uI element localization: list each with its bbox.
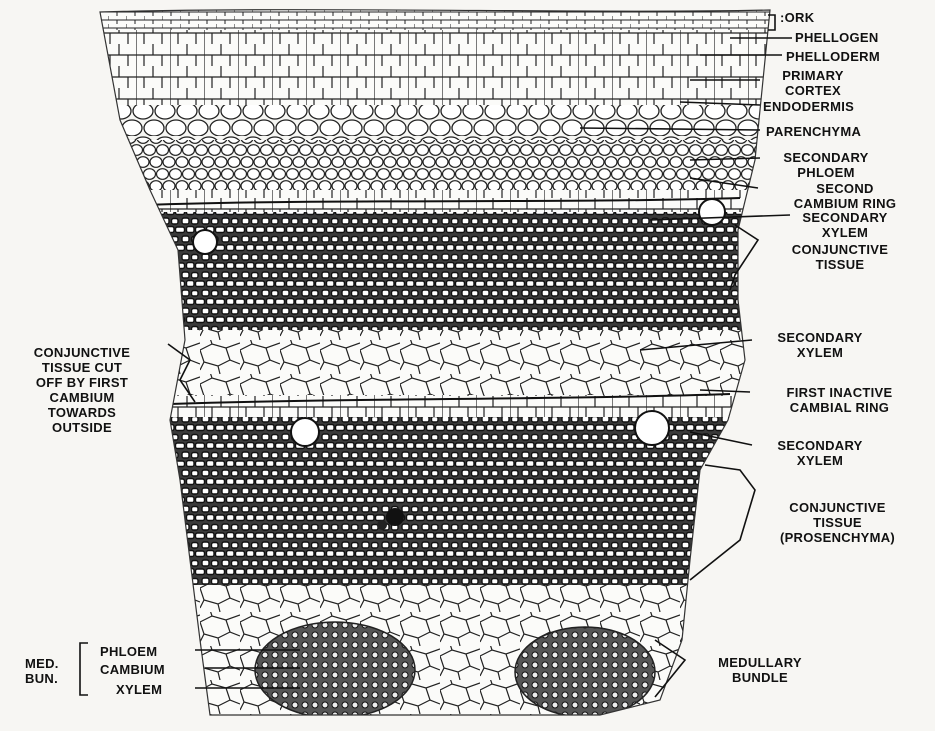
label-secondary-xylem-c-line1: SECONDARY	[755, 438, 885, 453]
label-secondary-xylem-a: SECONDARY XYLEM	[780, 210, 910, 240]
label-parenchyma: PARENCHYMA	[766, 124, 861, 139]
label-secondary-phloem-line2: PHLOEM	[760, 165, 892, 180]
label-conjunctive-tissue-b-line1: CONJUNCTIVE	[750, 500, 925, 515]
label-conjunctive-tissue-a-line2: TISSUE	[760, 257, 920, 272]
label-endodermis: ENDODERMIS	[763, 99, 854, 114]
label-secondary-xylem-c-line2: XYLEM	[755, 453, 885, 468]
label-med-bun: MED. BUN.	[25, 656, 59, 686]
label-left-conj-line3: OFF BY FIRST	[2, 375, 162, 390]
label-secondary-xylem-a-line1: SECONDARY	[780, 210, 910, 225]
label-second-cambium-ring: SECOND CAMBIUM RING	[760, 181, 930, 211]
label-conjunctive-tissue-b-line2: TISSUE	[750, 515, 925, 530]
label-xylem: XYLEM	[116, 682, 162, 697]
label-primary-cortex-line2: CORTEX	[763, 83, 863, 98]
label-secondary-xylem-c: SECONDARY XYLEM	[755, 438, 885, 468]
label-secondary-phloem-line1: SECONDARY	[760, 150, 892, 165]
label-secondary-phloem: SECONDARY PHLOEM	[760, 150, 892, 180]
label-secondary-xylem-b-line1: SECONDARY	[755, 330, 885, 345]
label-medullary-bundle: MEDULLARY BUNDLE	[695, 655, 825, 685]
label-med-bun-line1: MED.	[25, 656, 59, 671]
label-med-bun-line2: BUN.	[25, 671, 59, 686]
label-secondary-xylem-a-line2: XYLEM	[780, 225, 910, 240]
label-phloem: PHLOEM	[100, 644, 157, 659]
label-left-conj-line1: CONJUNCTIVE	[2, 345, 162, 360]
label-phelloderm: PHELLODERM	[786, 49, 880, 64]
label-second-cambium-ring-line1: SECOND	[760, 181, 930, 196]
label-conjunctive-tissue-b-line3: (PROSENCHYMA)	[750, 530, 925, 545]
label-left-conjunctive-tissue: CONJUNCTIVE TISSUE CUT OFF BY FIRST CAMB…	[2, 345, 162, 435]
label-medullary-bundle-line2: BUNDLE	[695, 670, 825, 685]
label-cork: :ORK	[780, 10, 814, 25]
label-first-inactive-line1: FIRST INACTIVE	[752, 385, 927, 400]
label-secondary-xylem-b: SECONDARY XYLEM	[755, 330, 885, 360]
label-second-cambium-ring-line2: CAMBIUM RING	[760, 196, 930, 211]
label-conjunctive-tissue-b: CONJUNCTIVE TISSUE (PROSENCHYMA)	[750, 500, 925, 545]
label-conjunctive-tissue-a: CONJUNCTIVE TISSUE	[760, 242, 920, 272]
label-left-conj-line2: TISSUE CUT	[2, 360, 162, 375]
label-secondary-xylem-b-line2: XYLEM	[755, 345, 885, 360]
label-primary-cortex: PRIMARY CORTEX	[763, 68, 863, 98]
label-medullary-bundle-line1: MEDULLARY	[695, 655, 825, 670]
label-phellogen: PHELLOGEN	[795, 30, 879, 45]
label-conjunctive-tissue-a-line1: CONJUNCTIVE	[760, 242, 920, 257]
label-left-conj-line6: OUTSIDE	[2, 420, 162, 435]
label-first-inactive-cambial-ring: FIRST INACTIVE CAMBIAL RING	[752, 385, 927, 415]
tissue-section	[90, 8, 780, 725]
label-primary-cortex-line1: PRIMARY	[763, 68, 863, 83]
label-first-inactive-line2: CAMBIAL RING	[752, 400, 927, 415]
label-left-conj-line4: CAMBIUM	[2, 390, 162, 405]
label-left-conj-line5: TOWARDS	[2, 405, 162, 420]
label-cambium: CAMBIUM	[100, 662, 165, 677]
